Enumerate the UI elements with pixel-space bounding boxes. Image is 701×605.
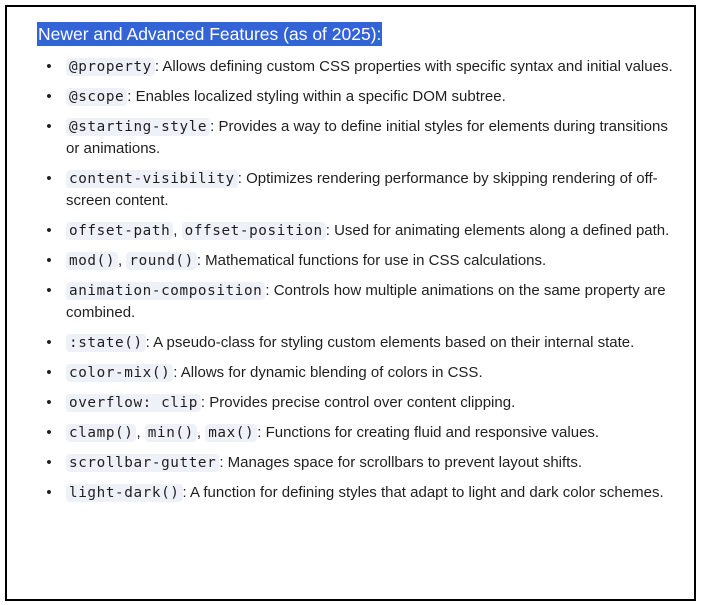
- bullet-icon: •: [46, 118, 52, 135]
- item-description: : Optimizes rendering performance by ski…: [66, 170, 658, 209]
- code-chip: max(): [205, 424, 258, 442]
- code-chip: color-mix(): [66, 364, 174, 382]
- bullet-icon: •: [46, 334, 52, 351]
- item-description: : Functions for creating fluid and respo…: [257, 424, 600, 441]
- item-description: : Provides a way to define initial style…: [66, 118, 668, 157]
- document-frame: Newer and Advanced Features (as of 2025)…: [5, 5, 696, 601]
- code-chip: :state(): [66, 334, 146, 352]
- separator: ,: [118, 252, 127, 269]
- bullet-icon: •: [46, 88, 52, 105]
- list-item: • mod(), round(): Mathematical functions…: [46, 250, 676, 272]
- bullet-icon: •: [46, 454, 52, 471]
- list-item: • @starting-style: Provides a way to def…: [46, 116, 676, 160]
- bullet-icon: •: [46, 394, 52, 411]
- list-item: • animation-composition: Controls how mu…: [46, 280, 676, 324]
- list-item: • color-mix(): Allows for dynamic blendi…: [46, 362, 676, 384]
- list-item: • light-dark(): A function for defining …: [46, 482, 676, 504]
- code-chip: content-visibility: [66, 170, 238, 188]
- list-item: • content-visibility: Optimizes renderin…: [46, 168, 676, 212]
- code-chip: @property: [66, 58, 155, 76]
- item-description: : Enables localized styling within a spe…: [127, 88, 506, 105]
- code-chip: @scope: [66, 88, 128, 106]
- separator: ,: [196, 424, 206, 441]
- code-chip: mod(): [66, 252, 119, 270]
- item-description: : Used for animating elements along a de…: [325, 222, 670, 239]
- code-chip: offset-path: [66, 222, 174, 240]
- list-item: • scrollbar-gutter: Manages space for sc…: [46, 452, 676, 474]
- feature-list: • @property: Allows defining custom CSS …: [7, 56, 676, 512]
- bullet-icon: •: [46, 58, 52, 75]
- bullet-icon: •: [46, 364, 52, 381]
- section-heading-selected[interactable]: Newer and Advanced Features (as of 2025)…: [37, 22, 383, 46]
- code-chip: animation-composition: [66, 282, 266, 300]
- list-item: • @scope: Enables localized styling with…: [46, 86, 676, 108]
- list-item: • offset-path, offset-position: Used for…: [46, 220, 676, 242]
- item-description: : Controls how multiple animations on th…: [66, 282, 666, 321]
- list-item: • clamp(), min(), max(): Functions for c…: [46, 422, 676, 444]
- item-description: : Mathematical functions for use in CSS …: [196, 252, 547, 269]
- code-chip: light-dark(): [66, 484, 183, 502]
- code-chip: clamp(): [66, 424, 137, 442]
- item-description: : Provides precise control over content …: [200, 394, 516, 411]
- bullet-icon: •: [46, 484, 52, 501]
- bullet-icon: •: [46, 252, 52, 269]
- bullet-icon: •: [46, 424, 52, 441]
- code-chip: min(): [144, 424, 197, 442]
- item-description: : Manages space for scrollbars to preven…: [219, 454, 583, 471]
- code-chip: @starting-style: [66, 118, 211, 136]
- separator: ,: [173, 222, 182, 239]
- list-item: • @property: Allows defining custom CSS …: [46, 56, 676, 78]
- item-description: : A function for defining styles that ad…: [182, 484, 664, 501]
- item-description: : Allows defining custom CSS properties …: [154, 58, 673, 75]
- list-item: • :state(): A pseudo-class for styling c…: [46, 332, 676, 354]
- bullet-icon: •: [46, 282, 52, 299]
- code-chip: round(): [126, 252, 197, 270]
- item-description: : A pseudo-class for styling custom elem…: [145, 334, 635, 351]
- bullet-icon: •: [46, 170, 52, 187]
- code-chip: offset-position: [181, 222, 326, 240]
- code-chip: overflow: clip: [66, 394, 201, 412]
- item-description: : Allows for dynamic blending of colors …: [173, 364, 483, 381]
- list-item: • overflow: clip: Provides precise contr…: [46, 392, 676, 414]
- code-chip: scrollbar-gutter: [66, 454, 220, 472]
- separator: ,: [136, 424, 145, 441]
- bullet-icon: •: [46, 222, 52, 239]
